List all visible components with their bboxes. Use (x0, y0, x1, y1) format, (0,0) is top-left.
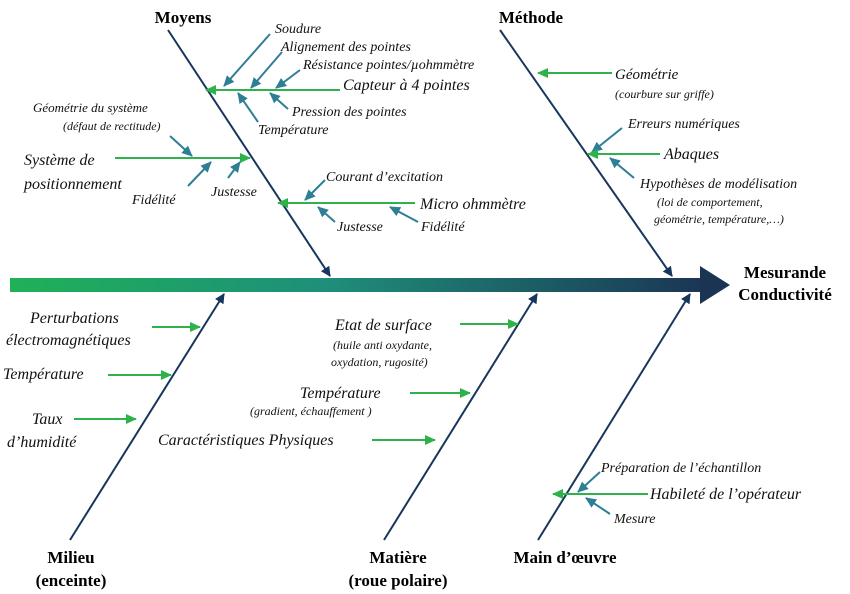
label-etat-line3: oxydation, rugosité) (331, 355, 428, 369)
label-perturbations-line1: Perturbations (29, 310, 119, 327)
label-temperature-moyens: Température (258, 123, 329, 138)
arrow-fidelite-2 (389, 206, 419, 223)
arrow-erreurs (591, 127, 623, 153)
label-pression: Pression des pointes (291, 105, 407, 120)
spine-arrowhead (700, 266, 730, 304)
label-fidelite-1: Fidélité (131, 193, 176, 208)
bone-methode (499, 29, 673, 277)
label-courbure: (courbure sur griffe) (615, 87, 714, 101)
arrow-mesure (585, 497, 611, 515)
label-temperature-matiere: Température (300, 385, 381, 402)
label-taux-line2: d’humidité (7, 434, 77, 451)
label-etat-line2: (huile anti oxydante, (333, 338, 432, 352)
label-systeme-line1: Système de (24, 152, 95, 169)
effect-line1: Mesurande (744, 263, 827, 282)
label-perturbations-line2: électromagnétiques (6, 332, 131, 349)
label-courant: Courant d’excitation (326, 170, 443, 185)
label-taux-line1: Taux (32, 411, 63, 428)
label-hypotheses: Hypothèses de modélisation (639, 177, 797, 192)
category-matiere-sub: (roue polaire) (349, 571, 448, 590)
label-resistance: Résistance pointes/µohmmètre (302, 58, 474, 73)
label-systeme-line2: positionnement (23, 176, 122, 193)
bone-matiere (383, 293, 538, 541)
category-milieu: Milieu (47, 548, 94, 567)
arrow-pression (269, 92, 289, 110)
arrow-resistance (275, 69, 301, 89)
label-justesse-1: Justesse (211, 185, 257, 200)
label-etat: Etat de surface (334, 317, 432, 334)
label-caracteristiques: Caractéristiques Physiques (158, 432, 334, 449)
arrow-soudure (223, 33, 271, 87)
category-methode: Méthode (499, 8, 564, 27)
label-mesure: Mesure (613, 512, 655, 527)
effect-line2: Conductivité (738, 285, 832, 304)
label-preparation: Préparation de l’échantillon (600, 461, 761, 476)
label-defaut-rectitude: (défaut de rectitude) (63, 119, 161, 133)
spine (10, 278, 710, 292)
arrow-alignement (250, 51, 283, 89)
label-micro: Micro ohmmètre (419, 196, 526, 213)
label-hyp-line3: géométrie, température,…) (654, 212, 784, 226)
bone-milieu (69, 293, 225, 541)
arrow-preparation (577, 471, 601, 493)
label-capteur: Capteur à 4 pointes (343, 77, 470, 94)
label-geometrie-systeme: Géométrie du système (33, 100, 148, 115)
arrow-geometrie-systeme (169, 135, 193, 157)
bone-main-oeuvre (537, 293, 691, 541)
category-main-oeuvre: Main d’œuvre (513, 548, 617, 567)
arrow-justesse-2 (317, 206, 336, 223)
label-fidelite-2: Fidélité (420, 220, 465, 235)
label-abaques: Abaques (663, 146, 719, 163)
label-erreurs: Erreurs numériques (627, 117, 740, 132)
arrow-courant (304, 179, 326, 201)
category-milieu-sub: (enceinte) (36, 571, 107, 590)
label-habilete: Habileté de l’opérateur (649, 486, 802, 503)
label-geometrie: Géométrie (615, 67, 679, 83)
label-hyp-line2: (loi de comportement, (657, 195, 763, 209)
label-temperature-milieu: Température (3, 366, 84, 383)
arrow-justesse-1 (227, 161, 241, 179)
category-moyens: Moyens (155, 8, 212, 27)
arrow-fidelite-1 (187, 161, 212, 187)
label-soudure: Soudure (275, 22, 321, 37)
arrow-hypotheses (609, 157, 635, 179)
label-temp-line2: (gradient, échauffement ) (250, 404, 372, 418)
category-matiere: Matière (369, 548, 427, 567)
label-justesse-2: Justesse (337, 220, 383, 235)
label-alignement: Alignement des pointes (280, 40, 411, 55)
arrow-temperature-moyens (237, 92, 259, 123)
